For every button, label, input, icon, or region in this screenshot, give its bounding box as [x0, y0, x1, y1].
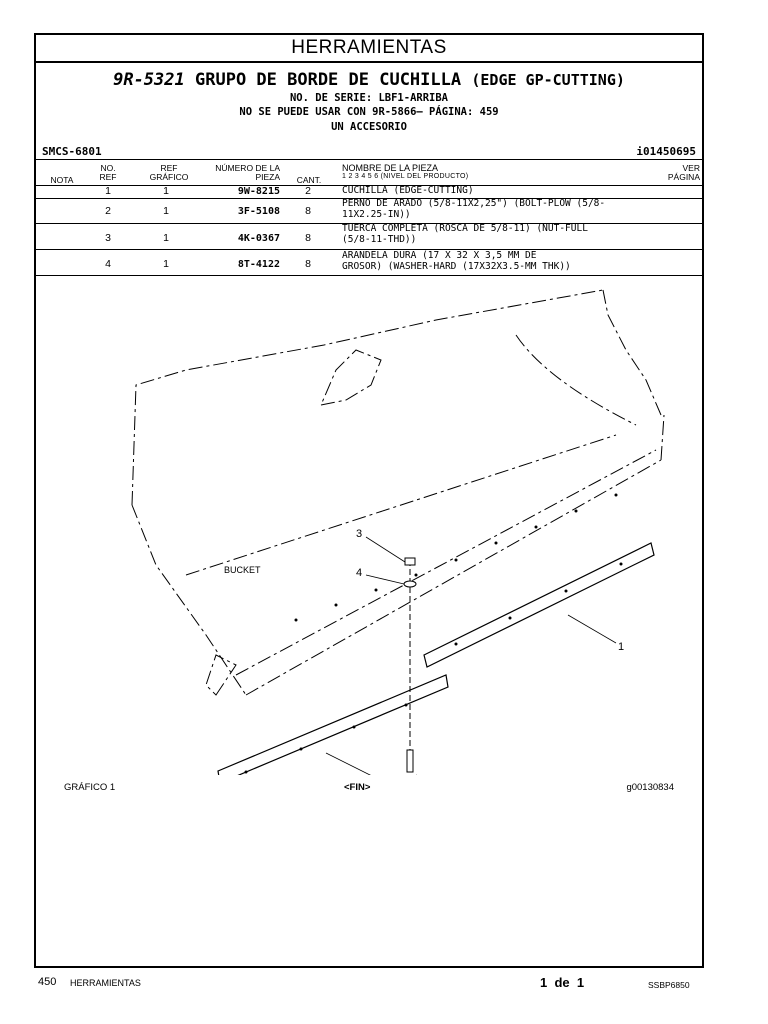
bucket-top-edge — [131, 289, 604, 506]
doc-code: SSBP6850 — [648, 980, 690, 990]
bucket-floor — [185, 434, 617, 576]
page-of: 1 de 1 — [540, 975, 585, 990]
bucket-right-corner — [660, 414, 665, 461]
bucket-bracket — [320, 349, 382, 406]
bucket-right-side — [602, 289, 662, 416]
header-cant: CANT. — [296, 175, 322, 185]
bucket-left-edge — [131, 504, 247, 696]
graphic-id: g00130834 — [626, 782, 674, 793]
row-divider — [36, 223, 702, 224]
smcs-code: SMCS-6801 — [42, 145, 102, 158]
callout-1-right: 1 — [618, 641, 624, 653]
graphic-label: GRÁFICO 1 — [64, 782, 116, 793]
row-divider — [36, 275, 702, 276]
bucket-corner — [205, 654, 237, 696]
end-label: <FIN> — [344, 782, 371, 793]
group-part-number: 9R-5321 — [113, 70, 185, 90]
header-nombre-pieza: NOMBRE DE LA PIEZA 1 2 3 4 5 6 (NIVEL DE… — [342, 163, 469, 180]
group-name: GRUPO DE BORDE DE CUCHILLA — [195, 70, 462, 90]
cannot-use-line: NO SE PUEDE USAR CON 9R-5866— PÁGINA: 45… — [239, 106, 499, 118]
nut-shape — [404, 557, 416, 566]
row-divider — [36, 249, 702, 250]
document-id: i01450695 — [636, 145, 696, 158]
bucket-front-lip — [245, 459, 662, 696]
bucket-label: BUCKET — [224, 565, 261, 575]
divider — [36, 159, 702, 160]
divider — [36, 185, 702, 186]
cutting-edge-left — [217, 674, 449, 775]
bucket-lip-inner — [235, 449, 657, 676]
accessory-line: UN ACCESORIO — [331, 121, 407, 133]
header-nota: NOTA — [50, 175, 74, 185]
bolt-shape — [406, 749, 414, 773]
group-english-name: (EDGE GP-CUTTING) — [471, 71, 625, 89]
bucket-curve — [515, 334, 637, 426]
callout-4: 4 — [356, 567, 362, 579]
page-number: 450 — [38, 976, 57, 988]
page-frame: HERRAMIENTAS 9R-5321 GRUPO DE BORDE DE C… — [34, 33, 704, 968]
callout-3: 3 — [356, 528, 362, 540]
footer-section: HERRAMIENTAS — [70, 978, 141, 988]
section-heading: HERRAMIENTAS — [36, 35, 702, 63]
cutting-edge-right — [423, 542, 655, 668]
row-divider — [36, 198, 702, 199]
header-no-ref: NO.REF — [99, 163, 117, 182]
group-title: 9R-5321 GRUPO DE BORDE DE CUCHILLA (EDGE… — [36, 70, 702, 90]
parts-illustration: 3 4 1 1 2 BUCKET — [131, 289, 665, 775]
washer-shape — [403, 580, 417, 588]
serial-line: NO. DE SERIE: LBF1-ARRIBA — [289, 92, 449, 104]
